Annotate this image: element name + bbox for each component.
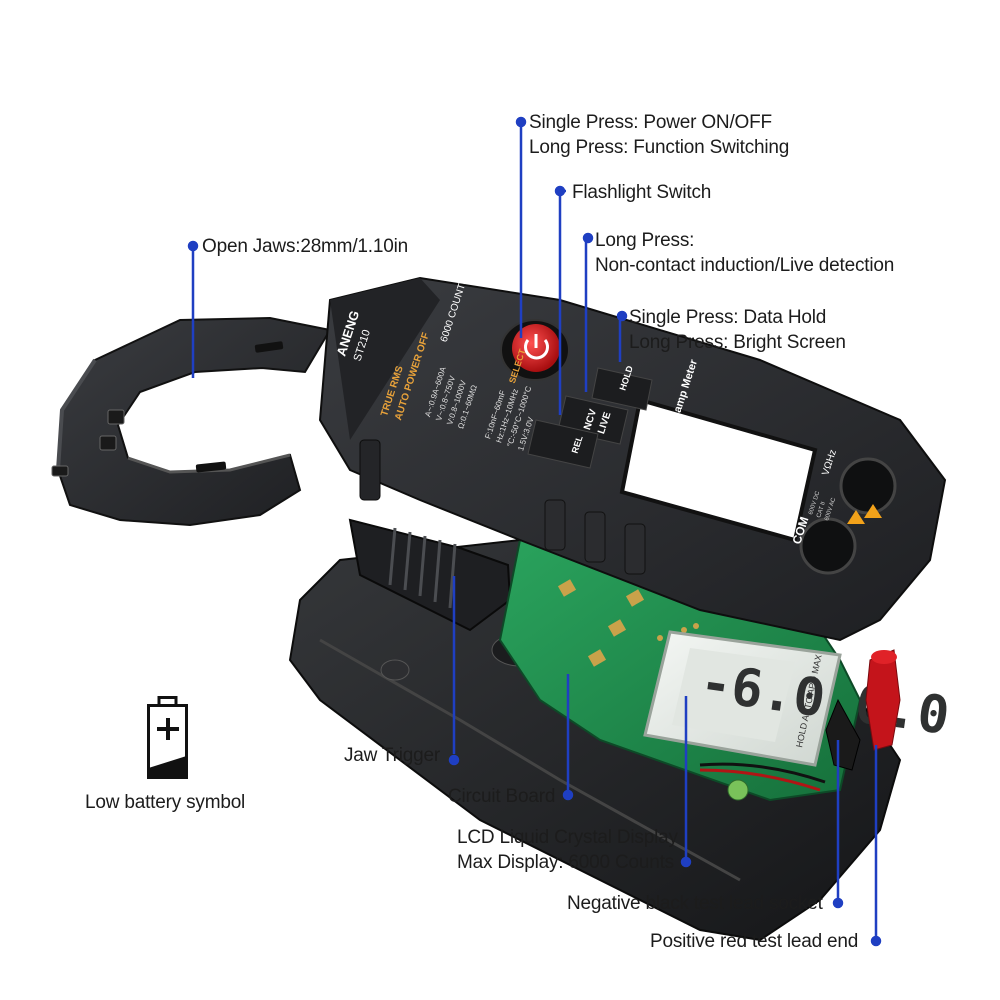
callout-flashlight: Flashlight Switch [572,180,711,205]
callout-hold: Single Press: Data Hold Long Press: Brig… [629,305,846,355]
callout-power-button: Single Press: Power ON/OFF Long Press: F… [529,110,789,160]
meter-buttons: SELECT HOLD NCV LIVE REL [500,319,653,469]
callout-line: Long Press: Function Switching [529,137,790,158]
callout-circuit-board: Circuit Board [448,784,555,809]
callout-line: LCD Liquid Crystal Display [457,827,678,848]
callout-line: Long Press: Bright Screen [629,332,846,353]
test-lead-sockets [825,649,901,771]
jaw-trigger [348,518,512,632]
callout-leaders [187,116,882,947]
callout-line: Flashlight Switch [572,182,712,203]
callout-line: Circuit Board [448,786,556,807]
callout-low-battery: Low battery symbol [85,790,245,815]
callout-jaw-trigger: Jaw Trigger [344,743,440,768]
callout-lcd: LCD Liquid Crystal Display Max Display: … [457,825,678,875]
callout-line: Single Press: Power ON/OFF [529,112,772,133]
callout-ncv: Long Press: Non-contact induction/Live d… [595,228,894,278]
callout-line: Non-contact induction/Live detection [595,255,895,276]
power-select-button[interactable]: SELECT [500,319,570,385]
callout-line: Single Press: Data Hold [629,307,827,328]
jack-rating: CAT II [816,501,827,519]
flashlight-rel-button[interactable]: REL [527,419,599,469]
callout-open-jaws: Open Jaws:28mm/1.10in [202,234,408,259]
callout-line: Open Jaws:28mm/1.10in [202,236,408,257]
meter-body [318,276,947,642]
clamp-jaws [51,316,332,527]
callout-line: Long Press: [595,230,695,251]
callout-line: Negative black test lead socket [567,893,823,914]
callout-negative-socket: Negative black test lead socket [567,891,823,916]
callout-line: Jaw Trigger [344,745,441,766]
callout-line: Low battery symbol [85,792,246,813]
callout-line: Max Display: 6000 Counts [457,852,674,873]
low-battery-icon [147,696,188,779]
callout-positive-lead: Positive red test lead end [650,929,858,954]
callout-line: Positive red test lead end [650,931,859,952]
